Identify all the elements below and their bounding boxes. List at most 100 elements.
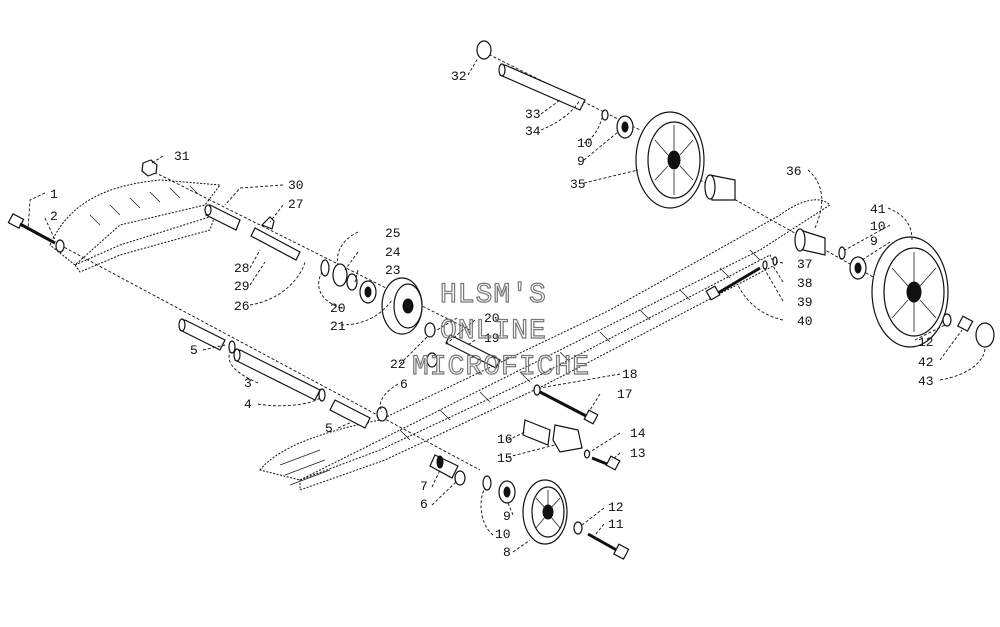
callout-19: 19	[484, 331, 500, 346]
callout-9-top: 9	[577, 154, 585, 169]
callout-28: 28	[234, 261, 250, 276]
spacer-part-4-left	[228, 340, 236, 354]
bearing-part-9-top	[616, 115, 634, 139]
callout-13: 13	[630, 446, 646, 461]
callout-38: 38	[797, 276, 813, 291]
nut-part-31	[141, 159, 158, 177]
washer-part-2	[55, 239, 65, 253]
spacer-part-10-right	[838, 246, 846, 260]
bearing-stack-20-25	[320, 259, 377, 304]
bolt-part-11	[587, 532, 630, 560]
callout-29: 29	[234, 279, 250, 294]
cap-part-43	[975, 322, 995, 348]
callout-25: 25	[385, 226, 401, 241]
callout-32: 32	[451, 69, 467, 84]
watermark-line-2: ONLINE	[440, 316, 547, 347]
callout-23: 23	[385, 263, 401, 278]
tube-part-5-upper	[178, 318, 226, 351]
washer-part-12-right	[942, 313, 952, 327]
callout-4: 4	[244, 397, 252, 412]
watermark-line-1: HLSM'S	[440, 280, 547, 311]
washer-part-39	[762, 260, 768, 270]
callout-6-lower: 6	[420, 497, 428, 512]
callout-42: 42	[918, 355, 934, 370]
callout-35: 35	[570, 177, 586, 192]
callout-10-lower: 10	[495, 527, 511, 542]
callout-12-lower: 12	[608, 500, 624, 515]
callout-11: 11	[608, 517, 624, 532]
callout-17: 17	[617, 387, 633, 402]
callout-18: 18	[622, 367, 638, 382]
idler-wheel-part-21	[381, 277, 423, 335]
bearing-part-9-right	[849, 256, 867, 280]
leader-lines	[27, 57, 986, 553]
axle-part-3	[233, 348, 321, 401]
callout-9-right: 9	[870, 234, 878, 249]
callout-16: 16	[497, 432, 513, 447]
callout-43: 43	[918, 374, 934, 389]
callout-5-upper: 5	[190, 343, 198, 358]
callout-3: 3	[244, 376, 252, 391]
washer-part-22	[424, 322, 436, 338]
callout-20-left: 20	[330, 301, 346, 316]
callout-8: 8	[503, 545, 511, 560]
watermark: HLSM'S ONLINE MICROFICHE	[411, 279, 590, 383]
callout-39: 39	[797, 295, 813, 310]
tube-part-5-lower	[329, 399, 371, 429]
callout-14: 14	[630, 426, 646, 441]
bushing-part-6-lower	[454, 470, 466, 486]
callout-33: 33	[525, 107, 541, 122]
callout-12-right: 12	[918, 335, 934, 350]
bolt-part-17	[533, 384, 599, 425]
shaft-part-28-29	[250, 216, 301, 261]
callout-1: 1	[50, 187, 58, 202]
callout-24: 24	[385, 245, 401, 260]
callout-9-lower: 9	[503, 509, 511, 524]
bolt-part-42	[956, 315, 974, 332]
mount-part-36	[704, 174, 736, 201]
washer-part-12-lower	[573, 521, 583, 535]
spacer-part-10-lower	[482, 475, 492, 491]
callout-40: 40	[797, 314, 813, 329]
idler-wheel-part-8	[522, 479, 568, 545]
callout-34: 34	[525, 124, 541, 139]
callout-27: 27	[288, 197, 304, 212]
axis-lines	[59, 49, 951, 471]
callout-7: 7	[420, 479, 428, 494]
callout-5-lower: 5	[325, 421, 333, 436]
callout-21: 21	[330, 319, 346, 334]
callout-15: 15	[497, 451, 513, 466]
bushing-part-6-mid	[426, 352, 438, 368]
callout-26: 26	[234, 299, 250, 314]
callout-22: 22	[390, 357, 406, 372]
callout-20-right: 20	[484, 311, 500, 326]
callout-10-right: 10	[870, 219, 886, 234]
callout-10-top: 10	[577, 136, 593, 151]
idler-wheel-part-35	[635, 111, 705, 209]
watermark-line-3: MICROFICHE	[412, 352, 590, 383]
bolt-part-13	[583, 449, 621, 471]
mount-part-36-lower	[794, 228, 826, 256]
washer-part-38	[772, 256, 778, 266]
callout-6-upper: 6	[400, 377, 408, 392]
shaft-part-30	[204, 204, 241, 231]
shaft-part-19	[445, 334, 501, 369]
bolt-part-1	[7, 212, 56, 245]
idler-wheel-part-41	[871, 236, 949, 348]
pivot-block-part-15-16	[522, 419, 583, 453]
callout-30: 30	[288, 178, 304, 193]
spacer-part-10-top	[601, 109, 609, 121]
callout-labels: 1 2 3 4 5 5 6 6 7 8 9 9 9 10 10 10 11 12…	[50, 69, 934, 560]
shaft-part-7	[429, 454, 459, 479]
callout-36: 36	[786, 164, 802, 179]
shaft-part-33	[498, 63, 586, 111]
callout-37: 37	[797, 257, 813, 272]
bearing-part-9-lower	[498, 480, 516, 504]
callout-41: 41	[870, 202, 886, 217]
spacer-part-4-right	[318, 388, 326, 402]
callout-31: 31	[174, 149, 190, 164]
bolt-part-40	[705, 266, 761, 301]
callout-2: 2	[50, 209, 58, 224]
washer-part-32	[476, 40, 492, 60]
